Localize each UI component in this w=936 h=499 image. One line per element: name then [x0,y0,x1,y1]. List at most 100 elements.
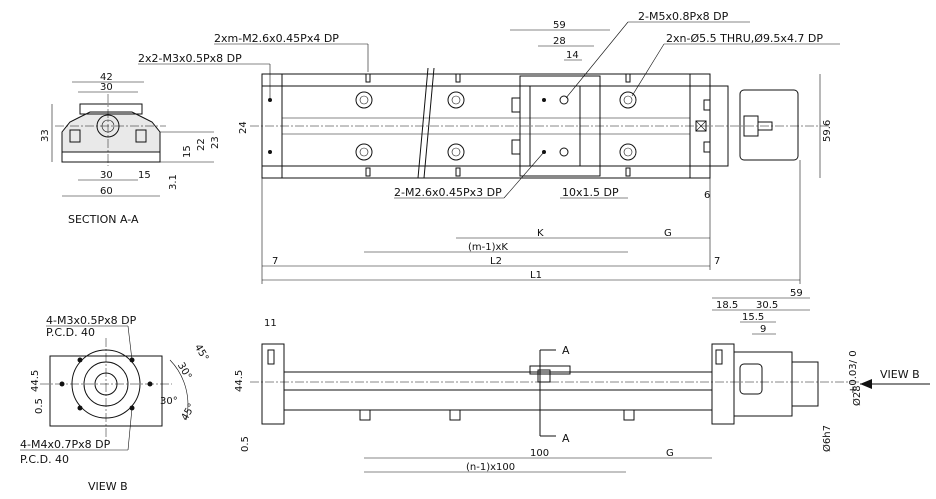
tap-mark [365,167,371,177]
vb-44-5: 44.5 [30,370,41,392]
dim-K: K [537,228,544,239]
fr-28-tol: +0.03/ 0 [848,350,859,394]
leader [631,43,665,97]
carriage-side [511,139,521,155]
leader [127,407,133,451]
vb-hole [59,381,65,387]
section-top-block [79,103,143,115]
fr-coupling [739,363,763,395]
fr-11: 11 [264,318,277,329]
top-view: 59 28 14 24 59.6 6 K G (m-1)xK 7 L2 7 L1… [138,10,840,284]
carriage-top [529,85,581,167]
thru-hole [619,91,637,109]
thru-hole [355,143,373,161]
fr-18-5: 18.5 [716,300,738,311]
vb-hole [77,405,83,411]
fr-motor [733,351,793,417]
fr-28: Ø28 [851,385,863,406]
dim-33: 33 [40,129,51,142]
carriage-block [519,75,601,177]
vb-45-top: 45° [192,343,210,364]
dim-m1K: (m-1)xK [468,242,508,253]
motor-flange [709,85,729,167]
note-thru-hole: 2xn-Ø5.5 THRU,Ø9.5x4.7 DP [666,32,823,45]
dim-15-bot: 15 [138,170,151,181]
thru-hole [355,91,373,109]
fr-foot [359,409,371,421]
note-m3: 2x2-M3x0.5Px8 DP [138,52,242,65]
carriage-m5 [559,147,569,157]
note-m26-4: 2xm-M2.6x0.45Px4 DP [214,32,339,45]
view-b-arrow-label: VIEW B [880,368,920,381]
bearing-x [695,120,707,132]
fr-foot [449,409,461,421]
thru-hole [447,91,465,109]
section-a-bot: A [562,432,570,445]
tap-mark [455,73,461,83]
fr-tap [267,349,275,365]
view-b-arrow-head [860,379,872,389]
thru-hole-inner [359,147,369,157]
view-b-title: VIEW B [88,480,128,493]
motor-shaft [757,121,773,131]
tap-mark [625,167,631,177]
dim-24: 24 [238,121,249,134]
tap-mark [625,73,631,83]
dim-42: 42 [100,72,113,83]
section-a-a-view: 42 30 33 15 22 23 30 15 60 3.1 SECTION A… [40,72,221,226]
dim-60: 60 [100,186,113,197]
vb-hole [77,357,83,363]
break-line-2 [423,67,435,179]
end-block [703,141,711,153]
dim-7-right: 7 [714,256,720,267]
fr-9: 9 [760,324,766,335]
fr-carriage-mark [537,369,551,383]
dim-G: G [664,228,672,239]
dim-15-right: 15 [182,145,193,158]
thru-hole-inner [451,147,461,157]
vb-30-top: 30° [175,361,193,382]
dim-59-6: 59.6 [822,120,833,142]
thru-hole [619,143,637,161]
section-body [61,111,161,153]
view-b: 44.5 0.5 30° 45° 30° 45° 4-M3x0.5Px8 DP … [20,314,210,493]
fr-44-5: 44.5 [234,370,245,392]
thru-hole-inner [623,95,633,105]
section-rail-right [135,129,147,143]
dim-L2: L2 [490,256,502,267]
fr-tap [715,349,723,365]
section-a-a-title: SECTION A-A [68,213,139,226]
vb-note-m4: 4-M4x0.7Px8 DP [20,438,111,451]
fr-right-end [711,343,735,425]
dim-14: 14 [566,50,579,61]
vb-45-bot: 45° [180,402,198,423]
tap-mark [365,73,371,83]
thru-hole-inner [451,95,461,105]
fr-0-5: 0.5 [240,436,251,452]
tap-mark [455,167,461,177]
thru-hole-inner [359,95,369,105]
end-tap-dot [268,150,272,154]
fr-motor-back [791,361,819,407]
leader [127,325,133,361]
end-block [703,99,711,111]
fr-59: 59 [790,288,803,299]
front-view: A A VIEW B 11 44.5 0.5 59 18.5 30.5 15.5… [234,288,930,473]
note-m26-3: 2-M2.6x0.45Px3 DP [394,186,502,199]
dim-30-top: 30 [100,82,113,93]
dim-6: 6 [704,190,710,201]
note-m5: 2-M5x0.8Px8 DP [638,10,729,23]
carriage-tap [542,98,546,102]
thru-hole-inner [623,147,633,157]
dim-22: 22 [196,138,207,151]
dim-23: 23 [210,136,221,149]
fr-n1: (n-1)x100 [466,462,515,473]
dim-28: 28 [553,36,566,47]
fr-30-5: 30.5 [756,300,778,311]
vb-30-bot: 30° [160,396,178,407]
fr-rail [283,371,713,391]
dim-7-left: 7 [272,256,278,267]
leader [503,151,545,199]
dim-59: 59 [553,20,566,31]
